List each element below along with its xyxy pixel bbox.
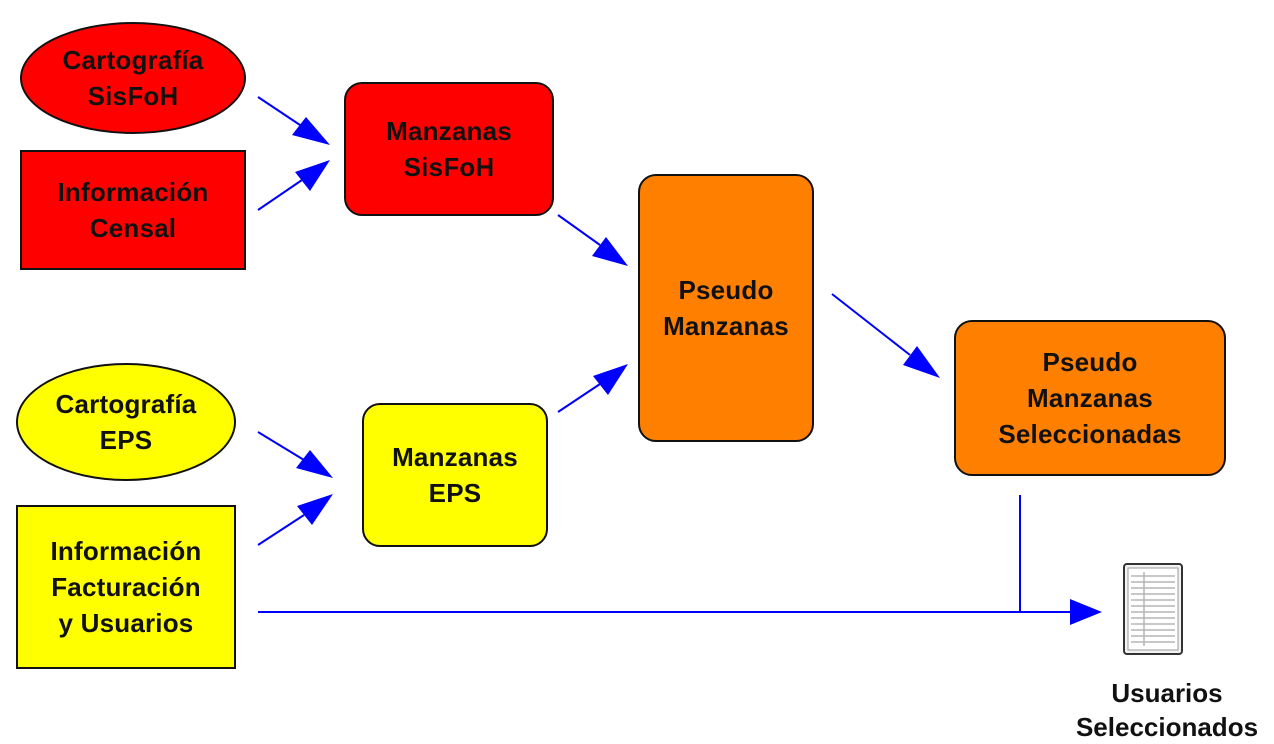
node-cartografia-sisfoh: Cartografía SisFoH <box>20 22 246 134</box>
arrow-pseudo-manzanas-to-seleccionadas <box>831 293 911 356</box>
arrowhead <box>1070 599 1102 625</box>
output-label-usuarios-seleccionados: Usuarios Seleccionados <box>1075 678 1259 742</box>
arrowhead <box>296 450 333 478</box>
arrow-informacion-censal-to-manzanas-sisfoh <box>257 179 303 211</box>
arrowhead <box>903 346 940 378</box>
node-pseudo-manzanas: Pseudo Manzanas <box>638 174 814 442</box>
arrowhead <box>292 117 330 145</box>
node-cartografia-eps: Cartografía EPS <box>16 363 236 481</box>
document-icon <box>1123 563 1183 655</box>
arrowhead <box>295 160 330 191</box>
arrowhead <box>593 364 628 395</box>
node-manzanas-eps: Manzanas EPS <box>362 403 548 547</box>
node-informacion-facturacion: Información Facturación y Usuarios <box>16 505 236 669</box>
arrow-manzanas-eps-to-pseudo-manzanas <box>557 383 601 413</box>
arrowhead <box>592 237 628 266</box>
node-pseudo-manzanas-seleccionadas: Pseudo Manzanas Seleccionadas <box>954 320 1226 476</box>
arrow-cartografia-sisfoh-to-manzanas-sisfoh <box>257 96 301 126</box>
arrow-manzanas-sisfoh-to-pseudo-manzanas <box>557 214 601 246</box>
arrow-cartografia-eps-to-manzanas-eps <box>257 431 305 461</box>
arrow-informacion-facturacion-to-manzanas-eps <box>257 514 305 546</box>
arrowhead <box>297 494 333 525</box>
node-manzanas-sisfoh: Manzanas SisFoH <box>344 82 554 216</box>
node-informacion-censal: Información Censal <box>20 150 246 270</box>
